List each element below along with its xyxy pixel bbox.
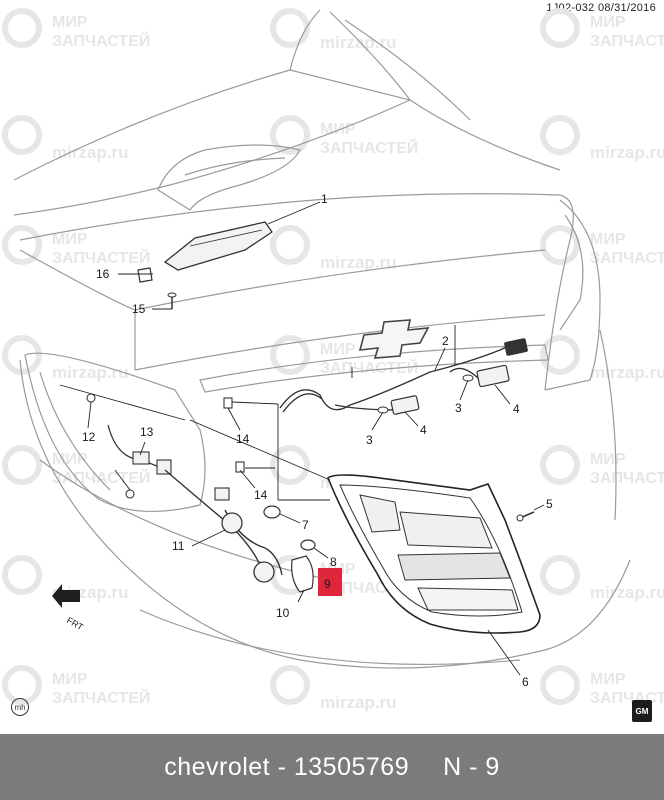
callout-5: 5	[546, 497, 553, 511]
watermark-brand: ЗАПЧАСТЕЙ	[590, 248, 664, 267]
watermark-domain: mirzap.ru	[590, 583, 664, 602]
part-caption-bar: chevrolet - 13505769 N - 9	[0, 734, 664, 800]
gm-logo: GM	[632, 700, 652, 722]
watermark-brand: ЗАПЧАСТЕЙ	[52, 688, 150, 707]
diagram-code: N - 9	[443, 752, 500, 781]
watermark-brand: ЗАПЧАСТЕЙ	[52, 248, 150, 267]
watermark-brand: МИР	[590, 671, 626, 688]
watermark-badge: mirzap.ru	[540, 555, 664, 602]
watermark-domain: mirzap.ru	[320, 33, 397, 52]
part-7-bulb	[263, 505, 281, 519]
callout-8: 8	[330, 555, 337, 569]
callout-13: 13	[140, 425, 154, 439]
watermark-domain: mirzap.ru	[590, 363, 664, 382]
tail-lamp-diagram: МИР ЗАПЧАСТЕЙ mirzap.ru МИР ЗАПЧАСТЕЙ mi…	[2, 8, 664, 712]
watermark-brand: МИР	[590, 231, 626, 248]
watermark-badge: mirzap.ru	[270, 665, 397, 712]
part-15-screw	[167, 292, 177, 309]
watermark-brand: ЗАПЧАСТЕЙ	[52, 31, 150, 50]
callout-labels: 1 2 3 3 4 4 5 6 7 8 9 10 11 12 13 14 14 …	[82, 192, 553, 689]
watermark-domain: mirzap.ru	[52, 143, 129, 162]
watermark-brand: ЗАПЧАСТЕЙ	[320, 138, 418, 157]
watermark-badge: mirzap.ru	[2, 335, 129, 382]
part-number: 13505769	[293, 752, 410, 781]
watermark-domain: mirzap.ru	[320, 693, 397, 712]
part-1-stop-lamp	[163, 221, 273, 271]
watermark-brand: МИР	[52, 451, 88, 468]
part-13-connector	[107, 424, 172, 475]
mh-logo: mh	[11, 698, 29, 716]
caption-separator: -	[277, 752, 287, 781]
watermark-badge: МИР ЗАПЧАСТЕЙ	[2, 225, 150, 267]
part-6-tail-lamp	[327, 474, 541, 634]
part-11-socket-harness	[164, 469, 283, 583]
watermark-brand: МИР	[590, 451, 626, 468]
part-16-clip	[137, 267, 153, 283]
part-8-bulb	[300, 539, 316, 551]
part-5-screw	[516, 511, 535, 522]
watermark-badge: mirzap.ru	[2, 115, 129, 162]
watermark-domain: mirzap.ru	[320, 253, 397, 272]
callout-14: 14	[236, 432, 250, 446]
callout-4: 4	[513, 402, 520, 416]
car-body-outline	[13, 9, 631, 669]
watermark-badge: МИР ЗАПЧАСТЕЙ	[2, 445, 150, 487]
callout-15: 15	[132, 302, 146, 316]
callout-9: 9	[324, 577, 331, 591]
watermark-badge: mirzap.ru	[270, 8, 397, 52]
callout-11: 11	[172, 539, 185, 553]
callout-3: 3	[455, 401, 462, 415]
watermark-badge: МИР ЗАПЧАСТЕЙ	[540, 445, 664, 487]
callout-16: 16	[96, 267, 110, 281]
watermark-brand: МИР	[590, 14, 626, 31]
watermark-badge: МИР ЗАПЧАСТЕЙ	[2, 8, 150, 50]
watermark-brand: МИР	[52, 231, 88, 248]
watermark-brand: МИР	[320, 341, 356, 358]
watermark-badge: МИР ЗАПЧАСТЕЙ	[270, 115, 418, 157]
watermark-badge: МИР ЗАПЧАСТЕЙ	[540, 8, 664, 50]
callout-1: 1	[321, 192, 328, 206]
callout-7: 7	[302, 518, 309, 532]
front-direction-label: FRT	[65, 615, 85, 633]
watermark-brand: МИР	[52, 14, 88, 31]
part-4-license-lamp	[390, 338, 528, 415]
watermark-brand: МИР	[52, 671, 88, 688]
callout-6: 6	[522, 675, 529, 689]
callout-4: 4	[420, 423, 427, 437]
watermark-domain: mirzap.ru	[52, 363, 129, 382]
watermark-badge: mirzap.ru	[540, 115, 664, 162]
watermark-brand: ЗАПЧАСТЕЙ	[590, 31, 664, 50]
watermark-layer: МИР ЗАПЧАСТЕЙ mirzap.ru МИР ЗАПЧАСТЕЙ mi…	[2, 8, 664, 712]
leader-lines	[59, 201, 545, 676]
brand-name: chevrolet	[164, 752, 271, 781]
watermark-brand: ЗАПЧАСТЕЙ	[52, 468, 150, 487]
callout-3: 3	[366, 433, 373, 447]
callout-9-highlight	[318, 568, 342, 596]
chevrolet-bowtie-icon	[358, 319, 430, 359]
part-10-bulb	[291, 555, 314, 593]
watermark-domain: mirzap.ru	[590, 143, 664, 162]
part-3-bulb	[377, 374, 474, 414]
callout-12: 12	[82, 430, 96, 444]
watermark-brand: ЗАПЧАСТЕЙ	[590, 468, 664, 487]
callout-14: 14	[254, 488, 268, 502]
watermark-badge: МИР ЗАПЧАСТЕЙ	[540, 225, 664, 267]
callout-2: 2	[442, 334, 449, 348]
callout-10: 10	[276, 606, 290, 620]
watermark-badge: mirzap.ru	[270, 225, 397, 272]
watermark-brand: ЗАПЧАСТЕЙ	[590, 688, 664, 707]
diagram-reference: 1J02-032 08/31/2016	[546, 2, 656, 14]
